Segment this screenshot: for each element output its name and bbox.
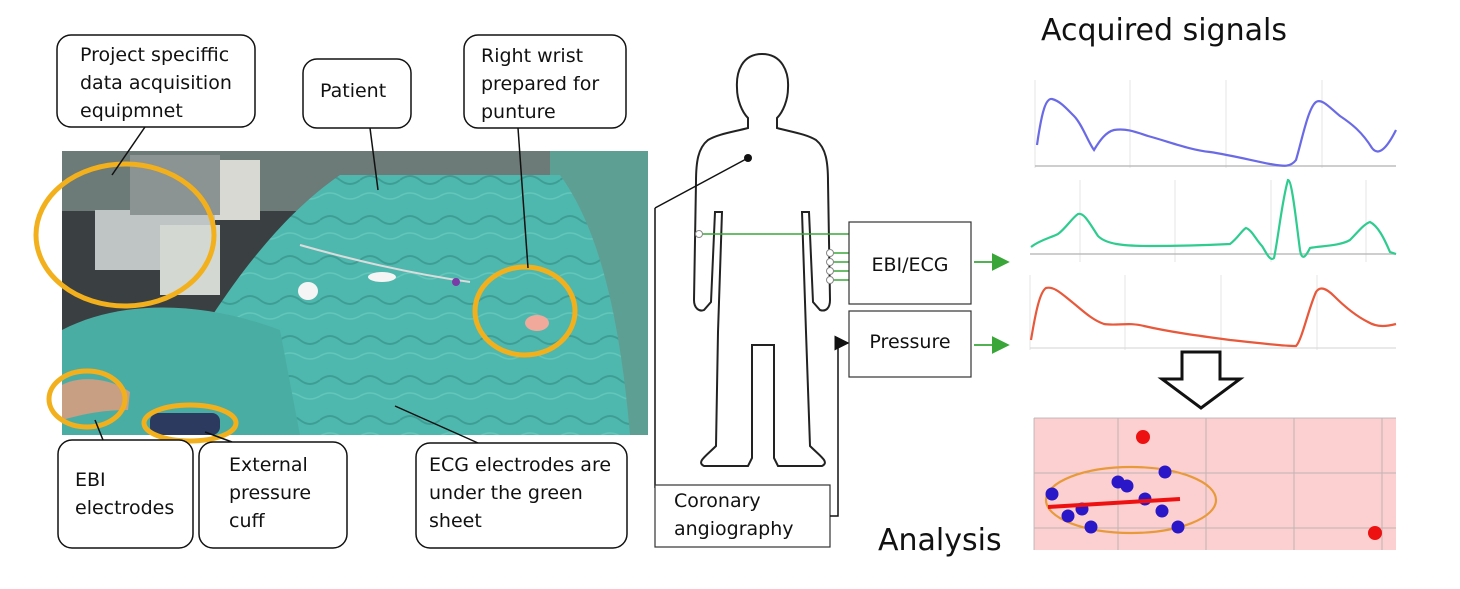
- callout-equipment-line-3: equipmnet: [80, 100, 183, 122]
- operating-room-photo: [62, 151, 648, 435]
- ebi-ecg-label: EBI/ECG: [871, 254, 948, 276]
- callout-cuff: External pressure cuff: [198, 441, 348, 549]
- callout-equipment-line-1: Project speciffic: [80, 44, 229, 66]
- callout-ecg-line-2: under the green: [429, 482, 583, 504]
- callout-ebi-line-1: EBI: [75, 469, 106, 491]
- callout-wrist-line-1: Right wrist: [481, 45, 583, 67]
- callout-equipment: Project speciffic data acquisition equip…: [56, 34, 256, 128]
- callout-leaders: [94, 126, 529, 444]
- pressure-signal-plot: [1029, 275, 1397, 350]
- outlier-point: [1136, 430, 1150, 444]
- callout-equipment-line-2: data acquisition: [80, 72, 232, 94]
- electrode-wires: [695, 230, 850, 284]
- callout-cuff-line-2: pressure: [229, 482, 311, 504]
- highlight-ebi-electrodes: [46, 368, 128, 430]
- regression-line: [1047, 497, 1181, 509]
- callout-wrist: Right wrist prepared for punture: [463, 34, 627, 129]
- pressure-signal-line: [1029, 286, 1397, 348]
- callout-cuff-line-1: External: [229, 454, 308, 476]
- outlier-point: [1368, 526, 1382, 540]
- down-arrow-icon: [1157, 350, 1245, 410]
- callout-ecg-line-3: sheet: [429, 510, 482, 532]
- confidence-ellipse: [1044, 465, 1218, 535]
- angio-to-pressure-arrow: [830, 335, 850, 517]
- callout-wrist-line-2: prepared for: [481, 73, 599, 95]
- ebi-ecg-device-box: EBI/ECG: [848, 221, 972, 305]
- angiography-box: Coronary angiography: [654, 484, 831, 548]
- scatter-points: [1045, 465, 1185, 534]
- callout-cuff-line-3: cuff: [229, 510, 265, 532]
- angiography-label-line-1: Coronary: [674, 490, 761, 512]
- callout-ecg: ECG electrodes are under the green sheet: [415, 442, 628, 549]
- ebi-signal-line: [1035, 97, 1397, 167]
- callout-ebi: EBI electrodes: [57, 439, 194, 549]
- signals-title: Acquired signals: [1041, 13, 1287, 48]
- callout-patient: Patient: [302, 58, 412, 129]
- analysis-scatter-plot: [1033, 417, 1396, 550]
- analysis-title: Analysis: [878, 523, 1002, 558]
- pressure-label: Pressure: [869, 331, 950, 353]
- callout-patient-line-1: Patient: [320, 80, 386, 102]
- angio-connection: [654, 157, 749, 488]
- angiography-label-line-2: angiography: [674, 518, 794, 540]
- highlight-wrist: [472, 264, 578, 358]
- ecg-signal-line: [1030, 178, 1397, 260]
- human-silhouette-icon: [692, 52, 832, 467]
- callout-ecg-line-1: ECG electrodes are: [429, 454, 611, 476]
- ebi-signal-plot: [1034, 80, 1397, 168]
- highlight-pressure-cuff: [141, 402, 239, 444]
- ecg-signal-plot: [1030, 178, 1397, 262]
- pressure-device-box: Pressure: [848, 310, 972, 378]
- callout-ebi-line-2: electrodes: [75, 497, 174, 519]
- highlight-equipment: [33, 161, 217, 309]
- callout-wrist-line-3: punture: [481, 101, 556, 123]
